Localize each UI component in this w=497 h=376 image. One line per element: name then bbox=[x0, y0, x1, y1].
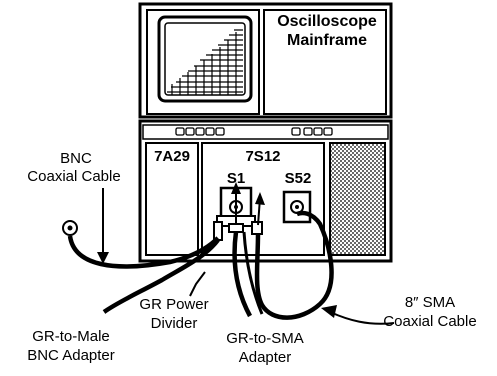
crt-screen bbox=[157, 15, 253, 103]
sma-cable-label-line2: Coaxial Cable bbox=[383, 313, 477, 330]
plugin-frame bbox=[138, 119, 393, 263]
sma-cable-label-line1: 8″ SMA bbox=[404, 294, 456, 311]
plugin-7a29-label: 7A29 bbox=[154, 148, 190, 165]
s52-connector bbox=[282, 190, 312, 224]
gr-power-divider-label-line2: Divider bbox=[150, 315, 198, 332]
mainframe-title-line2: Mainframe bbox=[286, 32, 368, 49]
gr-male-bnc-cable bbox=[102, 238, 220, 314]
gr-power-divider-label-line1: GR Power bbox=[139, 296, 209, 313]
bnc-cable-label-line1: BNC bbox=[60, 150, 92, 167]
port-s1-label: S1 bbox=[226, 170, 246, 187]
gr-sma-cable bbox=[232, 231, 252, 318]
gr-sma-adapter-label-line1: GR-to-SMA bbox=[226, 330, 304, 347]
plugin-7s12-label: 7S12 bbox=[245, 148, 281, 165]
blank-panel bbox=[329, 142, 386, 256]
bnc-cable-label-line2: Coaxial Cable bbox=[27, 168, 121, 185]
mainframe-title-line1: Oscilloscope bbox=[277, 13, 377, 30]
pointer-arrows bbox=[102, 188, 395, 325]
bnc-coaxial-cable bbox=[67, 235, 220, 269]
gr-male-bnc-label-line2: BNC Adapter bbox=[27, 347, 115, 364]
screen-trace bbox=[167, 29, 243, 95]
gr-sma-adapter-label-line2: Adapter bbox=[238, 349, 292, 366]
gr-male-bnc-label-line1: GR-to-Male bbox=[32, 328, 110, 345]
plugin-7a29 bbox=[145, 142, 199, 256]
sma-coaxial-cable bbox=[254, 210, 334, 320]
gr-sma-cable-2 bbox=[242, 231, 264, 315]
port-s52-label: S52 bbox=[284, 170, 312, 187]
arrow-heads bbox=[97, 182, 337, 318]
control-buttons-left bbox=[175, 127, 225, 136]
control-buttons-right bbox=[291, 127, 333, 136]
bnc-connector bbox=[62, 220, 78, 236]
